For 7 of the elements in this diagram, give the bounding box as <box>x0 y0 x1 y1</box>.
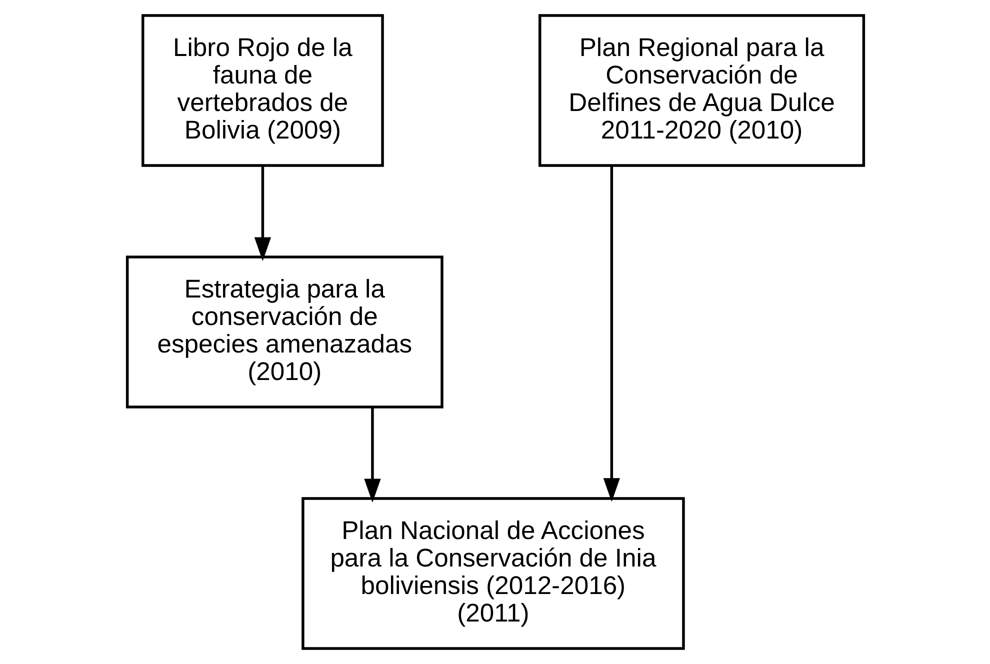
node-box: Libro Rojo de la fauna de vertebrados de Bolivia (2009) <box>141 14 384 167</box>
arrow <box>254 166 271 262</box>
node-box: Plan Nacional de Acciones para la Conservación de Inia boliviensis (2012-2016) (2011) <box>301 497 684 650</box>
arrow <box>364 407 380 503</box>
arrow <box>602 166 620 502</box>
node-box: Estrategia para la conservación de especies amenazadas (2010) <box>125 256 443 408</box>
node-box: Plan Regional para la Conservación de Delfines de Agua Dulce 2011-2020 (2010) <box>538 14 865 167</box>
